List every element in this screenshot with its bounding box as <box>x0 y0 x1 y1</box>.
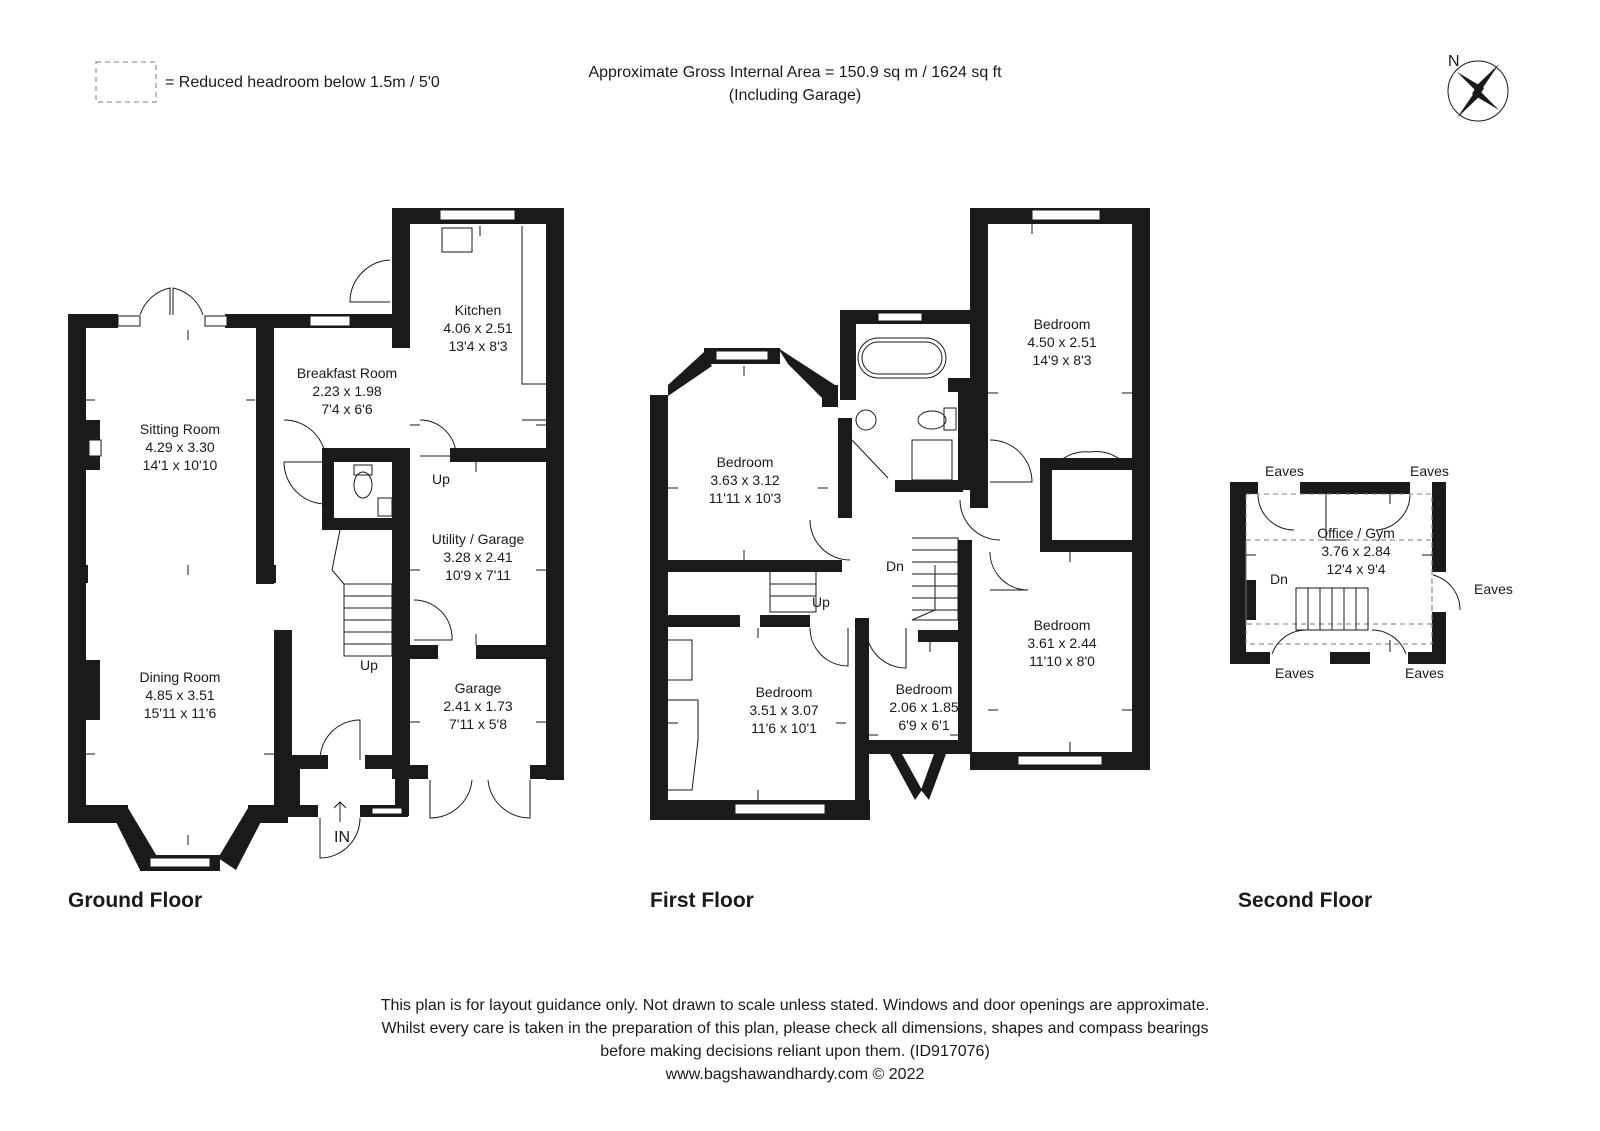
room-label-sitting: Sitting Room 4.29 x 3.30 14'1 x 10'10 <box>140 421 220 473</box>
utility-imperial: 10'9 x 7'11 <box>445 567 511 583</box>
bedroom-1-imperial: 11'11 x 10'3 <box>709 490 782 506</box>
garage-name: Garage <box>455 680 502 696</box>
eaves-label-bottom-left: Eaves <box>1275 665 1314 681</box>
bedroom-5-imperial: 11'10 x 8'0 <box>1029 653 1095 669</box>
room-label-garage: Garage 2.41 x 1.73 7'11 x 5'8 <box>443 680 512 732</box>
office-imperial: 12'4 x 9'4 <box>1326 561 1385 577</box>
kitchen-name: Kitchen <box>455 302 502 318</box>
stair-down-label-first: Dn <box>886 558 904 574</box>
ground-floor-plan <box>68 208 564 871</box>
entrance-label: IN <box>334 829 350 846</box>
dining-imperial: 15'11 x 11'6 <box>144 705 217 721</box>
bedroom-2-name: Bedroom <box>1034 316 1091 332</box>
first-floor-dimension-marks <box>668 224 1132 800</box>
disclaimer-line-2: Whilst every care is taken in the prepar… <box>381 1020 1208 1037</box>
second-floor-title: Second Floor <box>1238 889 1372 912</box>
website-copyright[interactable]: www.bagshawandhardy.com © 2022 <box>665 1066 925 1083</box>
legend: = Reduced headroom below 1.5m / 5'0 <box>95 61 440 103</box>
office-metric: 3.76 x 2.84 <box>1321 543 1390 559</box>
utility-metric: 3.28 x 2.41 <box>443 549 512 565</box>
bedroom-2-metric: 4.50 x 2.51 <box>1027 334 1096 350</box>
room-label-first-bedroom-1: Bedroom 3.63 x 3.12 11'11 x 10'3 <box>709 454 782 506</box>
disclaimer-line-3: before making decisions reliant upon the… <box>600 1043 990 1060</box>
dining-metric: 4.85 x 3.51 <box>145 687 214 703</box>
disclaimer-line-1: This plan is for layout guidance only. N… <box>381 997 1210 1014</box>
ground-floor-dimension-marks <box>86 226 546 845</box>
bedroom-4-metric: 2.06 x 1.85 <box>889 699 958 715</box>
dining-name: Dining Room <box>140 669 221 685</box>
bedroom-1-metric: 3.63 x 3.12 <box>710 472 779 488</box>
ground-floor-title: Ground Floor <box>68 889 202 912</box>
stair-down-label-second: Dn <box>1270 571 1288 587</box>
room-label-first-bedroom-4: Bedroom 2.06 x 1.85 6'9 x 6'1 <box>889 681 958 733</box>
bedroom-1-name: Bedroom <box>717 454 774 470</box>
bedroom-5-metric: 3.61 x 2.44 <box>1027 635 1096 651</box>
bedroom-3-imperial: 11'6 x 10'1 <box>751 720 817 736</box>
room-label-utility: Utility / Garage 3.28 x 2.41 10'9 x 7'11 <box>432 531 525 583</box>
first-floor-title: First Floor <box>650 889 754 912</box>
area-line-2: (Including Garage) <box>729 87 862 104</box>
legend-text: = Reduced headroom below 1.5m / 5'0 <box>165 74 440 91</box>
second-floor-plan <box>1230 482 1461 664</box>
area-line-1: Approximate Gross Internal Area = 150.9 … <box>588 64 1002 81</box>
room-label-first-bedroom-5: Bedroom 3.61 x 2.44 11'10 x 8'0 <box>1027 617 1096 669</box>
room-label-breakfast: Breakfast Room 2.23 x 1.98 7'4 x 6'6 <box>297 365 397 417</box>
first-floor-plan <box>650 208 1150 820</box>
bedroom-4-name: Bedroom <box>896 681 953 697</box>
sitting-name: Sitting Room <box>140 421 220 437</box>
room-label-first-bedroom-3: Bedroom 3.51 x 3.07 11'6 x 10'1 <box>749 684 818 736</box>
stair-up-label-hall: Up <box>360 657 378 673</box>
room-label-first-bedroom-2: Bedroom 4.50 x 2.51 14'9 x 8'3 <box>1027 316 1096 368</box>
entrance-arrow-icon <box>333 801 347 822</box>
kitchen-imperial: 13'4 x 8'3 <box>448 338 507 354</box>
garage-metric: 2.41 x 1.73 <box>443 698 512 714</box>
breakfast-name: Breakfast Room <box>297 365 397 381</box>
breakfast-imperial: 7'4 x 6'6 <box>321 401 372 417</box>
bedroom-4-imperial: 6'9 x 6'1 <box>898 717 949 733</box>
bedroom-2-imperial: 14'9 x 8'3 <box>1032 352 1091 368</box>
bedroom-3-metric: 3.51 x 3.07 <box>749 702 818 718</box>
room-label-kitchen: Kitchen 4.06 x 2.51 13'4 x 8'3 <box>443 302 512 354</box>
utility-name: Utility / Garage <box>432 531 525 547</box>
compass-icon: N <box>1447 53 1509 122</box>
bedroom-3-name: Bedroom <box>756 684 813 700</box>
sitting-metric: 4.29 x 3.30 <box>145 439 214 455</box>
legend-dashed-box <box>95 61 157 103</box>
kitchen-metric: 4.06 x 2.51 <box>443 320 512 336</box>
office-name: Office / Gym <box>1317 525 1395 541</box>
eaves-label-top-right: Eaves <box>1410 463 1449 479</box>
room-label-office-gym: Office / Gym 3.76 x 2.84 12'4 x 9'4 <box>1317 525 1395 577</box>
bedroom-5-name: Bedroom <box>1034 617 1091 633</box>
stair-up-label-first: Up <box>812 594 830 610</box>
stair-up-label-breakfast: Up <box>432 471 450 487</box>
garage-imperial: 7'11 x 5'8 <box>449 716 507 732</box>
sitting-imperial: 14'1 x 10'10 <box>143 457 218 473</box>
breakfast-metric: 2.23 x 1.98 <box>312 383 381 399</box>
eaves-label-right: Eaves <box>1474 581 1513 597</box>
room-label-dining: Dining Room 4.85 x 3.51 15'11 x 11'6 <box>140 669 221 721</box>
eaves-label-bottom-right: Eaves <box>1405 665 1444 681</box>
eaves-label-top-left: Eaves <box>1265 463 1304 479</box>
compass-north-label: N <box>1448 53 1460 70</box>
